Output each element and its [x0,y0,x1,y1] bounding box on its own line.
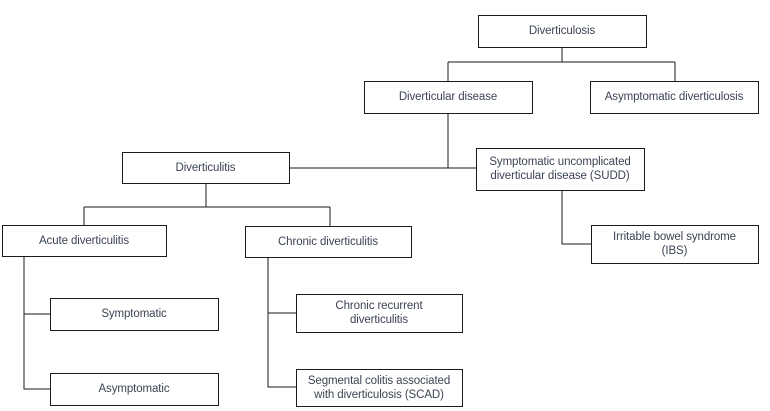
node-box-sudd[interactable] [476,148,645,191]
node-box-asymptomatic-diverticulosis[interactable] [590,81,759,114]
node-box-diverticular-disease[interactable] [364,81,533,114]
node-box-scad[interactable] [296,369,463,407]
connectors-group [23,47,676,390]
node-box-acute-diverticulitis[interactable] [2,225,167,257]
node-box-asymptomatic[interactable] [50,373,219,406]
node-boxes-group [2,15,759,407]
node-box-symptomatic[interactable] [50,298,219,331]
node-box-chronic-recurrent-diverticulitis[interactable] [296,294,463,333]
connector-acute-to-asymptomatic [23,314,50,390]
node-box-chronic-diverticulitis[interactable] [245,226,412,258]
node-box-diverticulitis[interactable] [122,152,290,184]
connector-sudd-to-ibs-drop [561,190,591,245]
node-box-ibs[interactable] [591,225,759,264]
connector-acute-to-symptomatic [23,256,50,315]
connector-chronic-to-recurrent [267,257,296,314]
node-box-diverticulosis[interactable] [478,15,647,48]
connector-chronic-to-scad [267,313,296,388]
